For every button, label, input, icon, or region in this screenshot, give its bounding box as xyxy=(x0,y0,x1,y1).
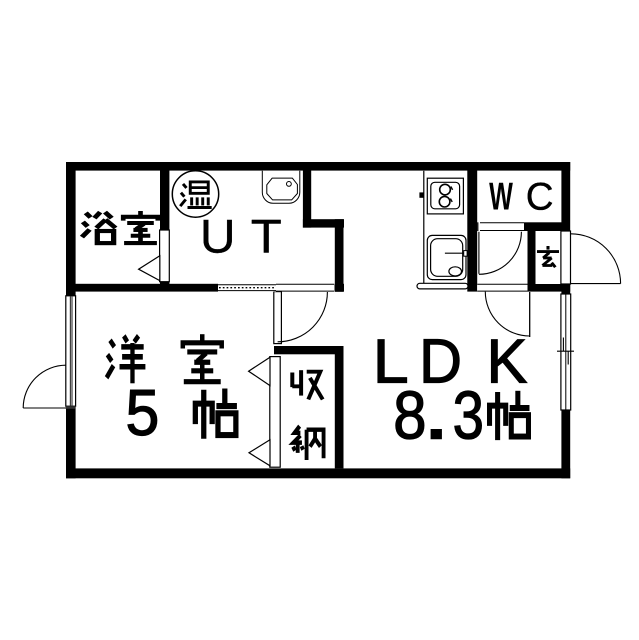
svg-text:3: 3 xyxy=(453,379,484,454)
svg-text:W: W xyxy=(489,175,513,218)
svg-text:U: U xyxy=(200,211,236,264)
svg-text:C: C xyxy=(526,176,554,219)
svg-text:K: K xyxy=(487,327,528,397)
svg-text:D: D xyxy=(419,326,462,396)
svg-text:L: L xyxy=(373,326,409,396)
svg-text:8: 8 xyxy=(393,377,426,453)
svg-text:T: T xyxy=(251,211,282,263)
svg-text:.: . xyxy=(422,365,450,456)
svg-text:5: 5 xyxy=(126,377,160,449)
